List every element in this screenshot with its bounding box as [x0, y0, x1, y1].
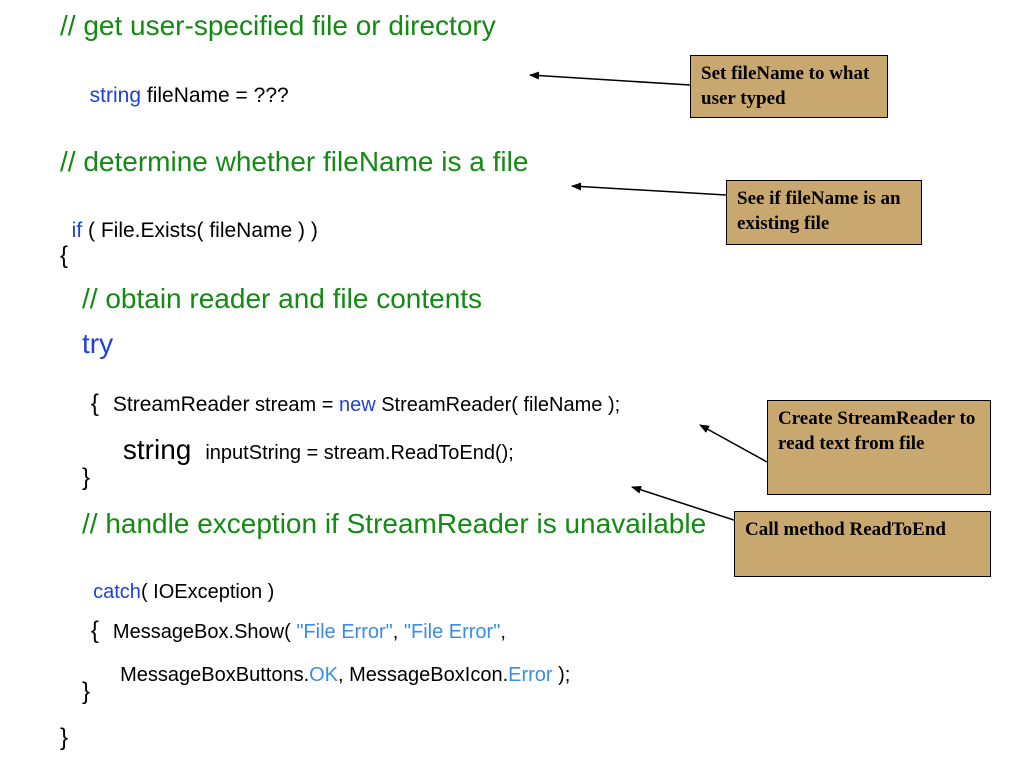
code-text: MessageBox.Show(: [112, 621, 297, 643]
string-literal: "File Error": [296, 621, 393, 643]
enum-ok: OK: [309, 664, 339, 686]
brace: {: [90, 617, 99, 644]
comment-obtain-reader: // obtain reader and file contents: [82, 283, 483, 314]
keyword-new: new: [338, 394, 376, 416]
arrow-see-if: [571, 182, 727, 196]
code-text: ,: [392, 621, 404, 643]
callout-see-if: See if fileName is an existing file: [726, 180, 922, 245]
code-line-inputstring: string inputString = stream.ReadToEnd();: [114, 420, 514, 464]
arrow-call-method: [631, 485, 741, 523]
code-text: stream =: [249, 394, 339, 416]
keyword-try: try: [82, 328, 114, 359]
code-text: ( File.Exists( fileName ) ): [82, 219, 318, 242]
arrow-set-filename: [529, 71, 691, 86]
comment-determine-file: // determine whether fileName is a file: [60, 146, 529, 177]
callout-create-reader: Create StreamReader to read text from fi…: [767, 400, 991, 495]
callout-set-filename: Set fileName to what user typed: [690, 55, 888, 118]
code-line-streamreader: { StreamReader stream = new StreamReader(…: [82, 376, 620, 416]
brace-close: }: [82, 464, 91, 491]
code-text: StreamReader( fileName );: [375, 394, 621, 416]
brace-open: {: [60, 242, 69, 269]
brace: {: [90, 390, 99, 417]
type-string: string: [122, 434, 192, 465]
keyword-if: if: [71, 219, 83, 242]
enum-error: Error: [508, 664, 553, 686]
code-line-messagebox-args: MessageBoxButtons.OK, MessageBoxIcon.Err…: [109, 645, 570, 685]
code-text: ,: [500, 621, 506, 643]
code-line-catch: catch( IOException ): [82, 562, 274, 602]
comment-handle-exception: // handle exception if StreamReader is u…: [82, 508, 707, 539]
code-line-messagebox: { MessageBox.Show( "File Error", "File Er…: [82, 603, 506, 643]
code-text: );: [552, 664, 571, 686]
arrow-create-reader: [699, 424, 768, 463]
code-line-if: if ( File.Exists( fileName ) ): [60, 199, 318, 241]
keyword-string: string: [89, 84, 142, 107]
code-line-filename: string fileName = ???: [78, 64, 289, 106]
code-text: , MessageBoxIcon.: [338, 664, 509, 686]
keyword-catch: catch: [93, 581, 141, 603]
comment-get-user-file: // get user-specified file or directory: [60, 10, 496, 41]
code-text: fileName = ???: [141, 84, 289, 107]
brace-close: }: [82, 678, 91, 705]
code-text: ( IOException ): [140, 581, 275, 603]
brace-close-outer: }: [60, 724, 69, 751]
callout-call-method: Call method ReadToEnd: [734, 511, 991, 577]
code-text: MessageBoxButtons.: [120, 664, 310, 686]
type-streamreader: StreamReader: [112, 393, 250, 416]
string-literal: "File Error": [403, 621, 501, 643]
code-text: inputString = stream.ReadToEnd();: [205, 442, 514, 464]
